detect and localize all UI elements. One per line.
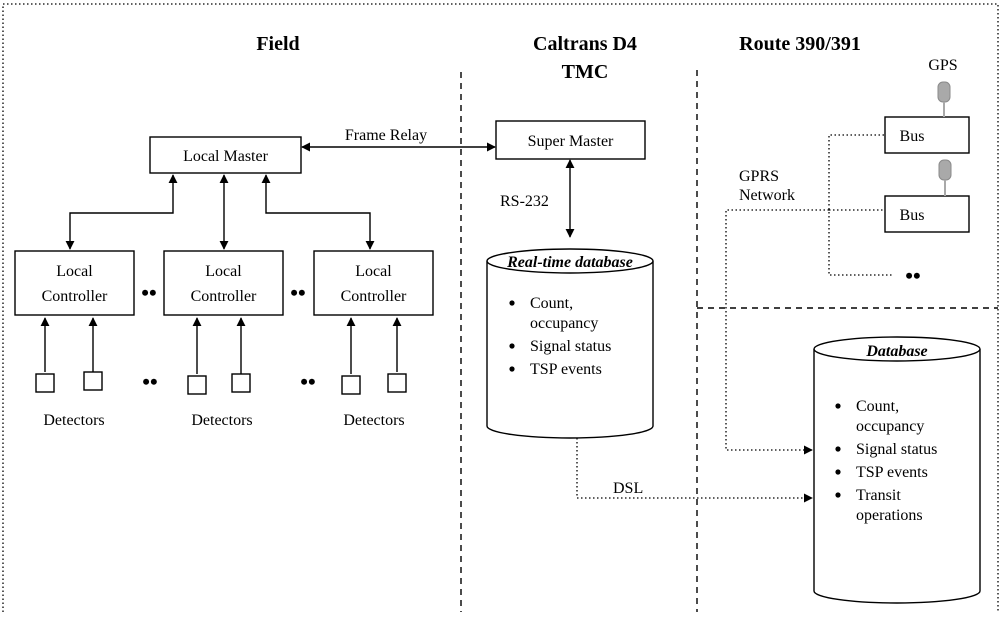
bullet-icon (835, 446, 841, 452)
local-controller-1-line1: Local (56, 263, 93, 280)
detectors-label-2: Detectors (191, 412, 252, 429)
detector-box (83, 371, 103, 391)
realtime-db-title: Real-time database (506, 254, 633, 271)
detector-group-2: Detectors (187, 317, 253, 429)
controller-ellipsis-1: •• (141, 280, 156, 305)
detector-box (35, 373, 55, 393)
route-db-title: Database (865, 343, 927, 360)
dsl-label: DSL (613, 480, 643, 497)
master-to-controller-1-link (65, 174, 178, 250)
detector-group-3: Detectors (341, 317, 407, 429)
detector-box (231, 373, 251, 393)
bus-2-label: Bus (900, 207, 925, 224)
local-master-label: Local Master (183, 148, 269, 165)
local-master-box (149, 136, 302, 174)
db-list-item: TSP events (530, 361, 602, 378)
outer-frame (2, 3, 999, 612)
db-list-item: occupancy (856, 418, 924, 435)
detectors-label-1: Detectors (43, 412, 104, 429)
detector-box (187, 375, 207, 395)
detector-ellipsis-2: •• (300, 369, 315, 394)
local-controller-3-line1: Local (355, 263, 392, 280)
db-list-item: Transit (856, 487, 901, 504)
super-master-box (495, 120, 646, 160)
header-field: Field (256, 33, 299, 55)
gprs-bus-link (828, 134, 893, 276)
controller-ellipsis-2: •• (290, 280, 305, 305)
bullet-icon (835, 492, 841, 498)
local-controller-3-line2: Controller (341, 288, 407, 305)
detector-ellipsis-1: •• (142, 369, 157, 394)
bullet-icon (509, 343, 515, 349)
bullet-icon (509, 366, 515, 372)
frame-relay-label: Frame Relay (345, 127, 427, 144)
gps-label: GPS (928, 57, 957, 74)
detectors-label-3: Detectors (343, 412, 404, 429)
bus-ellipsis: •• (905, 263, 920, 288)
gprs-label-line1: GPRS (739, 168, 779, 185)
bus-1-label: Bus (900, 128, 925, 145)
db-list-item: Count, (856, 398, 899, 415)
bullet-icon (509, 300, 515, 306)
local-controller-2-line1: Local (205, 263, 242, 280)
header-tmc-line1: Caltrans D4 (533, 33, 637, 55)
detector-box (341, 375, 361, 395)
local-controller-2: Local Controller (163, 250, 284, 316)
bus-1: Bus (884, 116, 970, 154)
bus-2: Bus (884, 195, 970, 233)
dsl-link (576, 438, 813, 503)
local-controller-3: Local Controller (313, 250, 434, 316)
gps-antenna-1 (937, 81, 951, 117)
rs232-label: RS-232 (500, 193, 549, 210)
gprs-label-line2: Network (739, 187, 795, 204)
db-list-item: occupancy (530, 315, 598, 332)
header-tmc-line2: TMC (562, 61, 609, 83)
bullet-icon (835, 403, 841, 409)
master-to-controller-3-link (261, 174, 375, 250)
bullet-icon (835, 469, 841, 475)
local-controller-1: Local Controller (14, 250, 135, 316)
db-list-item: Signal status (856, 441, 937, 458)
local-controller-1-line2: Controller (42, 288, 108, 305)
db-list-item: operations (856, 507, 923, 524)
db-list-item: Signal status (530, 338, 611, 355)
local-controller-2-line2: Controller (191, 288, 257, 305)
gps-antenna-2 (938, 159, 952, 196)
header-route: Route 390/391 (739, 33, 861, 55)
super-master-label: Super Master (528, 133, 614, 150)
detector-group-1: Detectors (35, 317, 105, 429)
detector-box (387, 373, 407, 393)
realtime-database: Real-time database Count, occupancySignal… (486, 248, 654, 439)
db-list-item: Count, (530, 295, 573, 312)
db-list-item: TSP events (856, 464, 928, 481)
